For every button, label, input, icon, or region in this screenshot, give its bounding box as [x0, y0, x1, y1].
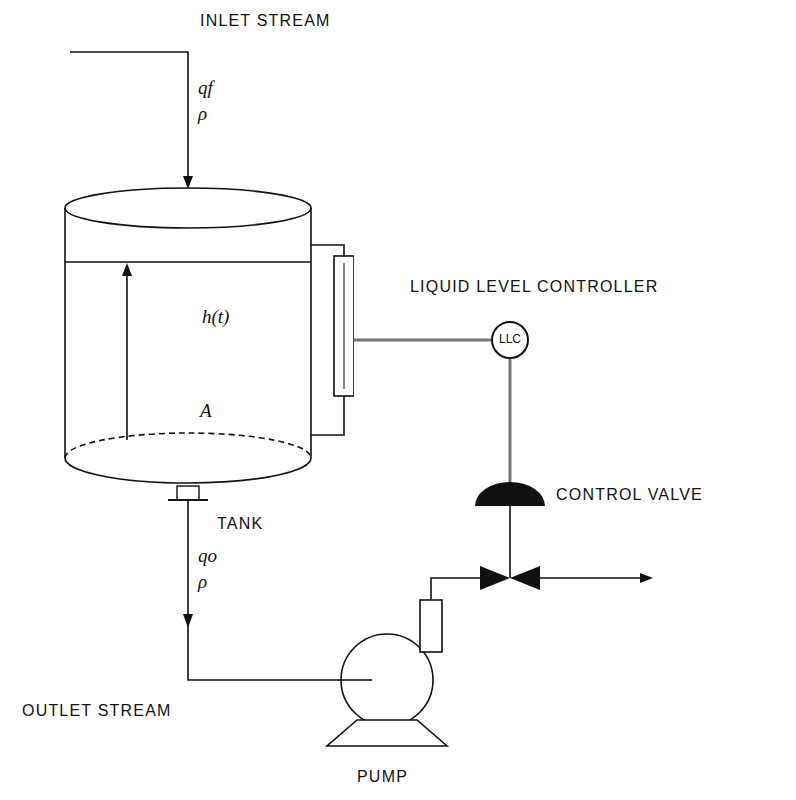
valve-body	[510, 566, 540, 590]
vessel-label: TANK	[217, 515, 263, 533]
gauge-tap	[311, 245, 344, 256]
gauge-glass	[344, 263, 345, 389]
tank-outline	[62, 185, 354, 485]
tank-top	[65, 188, 311, 228]
flow-symbol: qo	[198, 546, 217, 567]
valve-label: CONTROL VALVE	[556, 486, 703, 504]
flow-symbol: qf	[198, 78, 213, 99]
discharge-pipe	[431, 578, 480, 600]
pump-base	[327, 720, 447, 746]
stream-label: INLET STREAM	[200, 12, 331, 30]
signal-connector	[354, 339, 491, 342]
density-symbol: ρ	[198, 104, 207, 125]
valve-actuator	[475, 482, 545, 506]
inlet-pipe	[70, 52, 188, 178]
level-arrowhead	[122, 263, 132, 276]
pump-inlet	[341, 679, 372, 681]
pump-label: PUMP	[357, 768, 408, 786]
level-gauge	[334, 256, 354, 396]
outlet-line	[540, 577, 642, 579]
gauge-tap	[311, 396, 344, 435]
controller-label: LIQUID LEVEL CONTROLLER	[410, 278, 658, 296]
flow-arrowhead	[183, 176, 193, 189]
tank-nozzle	[177, 486, 199, 500]
tank-bottom	[65, 458, 311, 483]
tank-vessel: h(t) A	[62, 185, 354, 485]
valve-stem	[509, 506, 511, 578]
controller-bubble: LLC	[491, 321, 529, 359]
area-symbol: A	[200, 401, 212, 422]
flow-arrowhead	[640, 573, 653, 583]
density-symbol: ρ	[198, 572, 207, 593]
tank-bottom-hidden	[65, 433, 311, 458]
tank-wall	[64, 208, 66, 458]
outlet-pipe	[188, 500, 372, 680]
pump-discharge	[420, 600, 442, 652]
level-arrow	[126, 275, 128, 440]
signal-line	[509, 359, 512, 484]
instrument-tag: LLC	[499, 333, 521, 346]
stream-label: OUTLET STREAM	[22, 702, 172, 720]
level-symbol: h(t)	[202, 307, 229, 328]
flow-arrowhead	[183, 614, 193, 628]
valve-body	[480, 566, 510, 590]
liquid-surface	[65, 261, 311, 263]
